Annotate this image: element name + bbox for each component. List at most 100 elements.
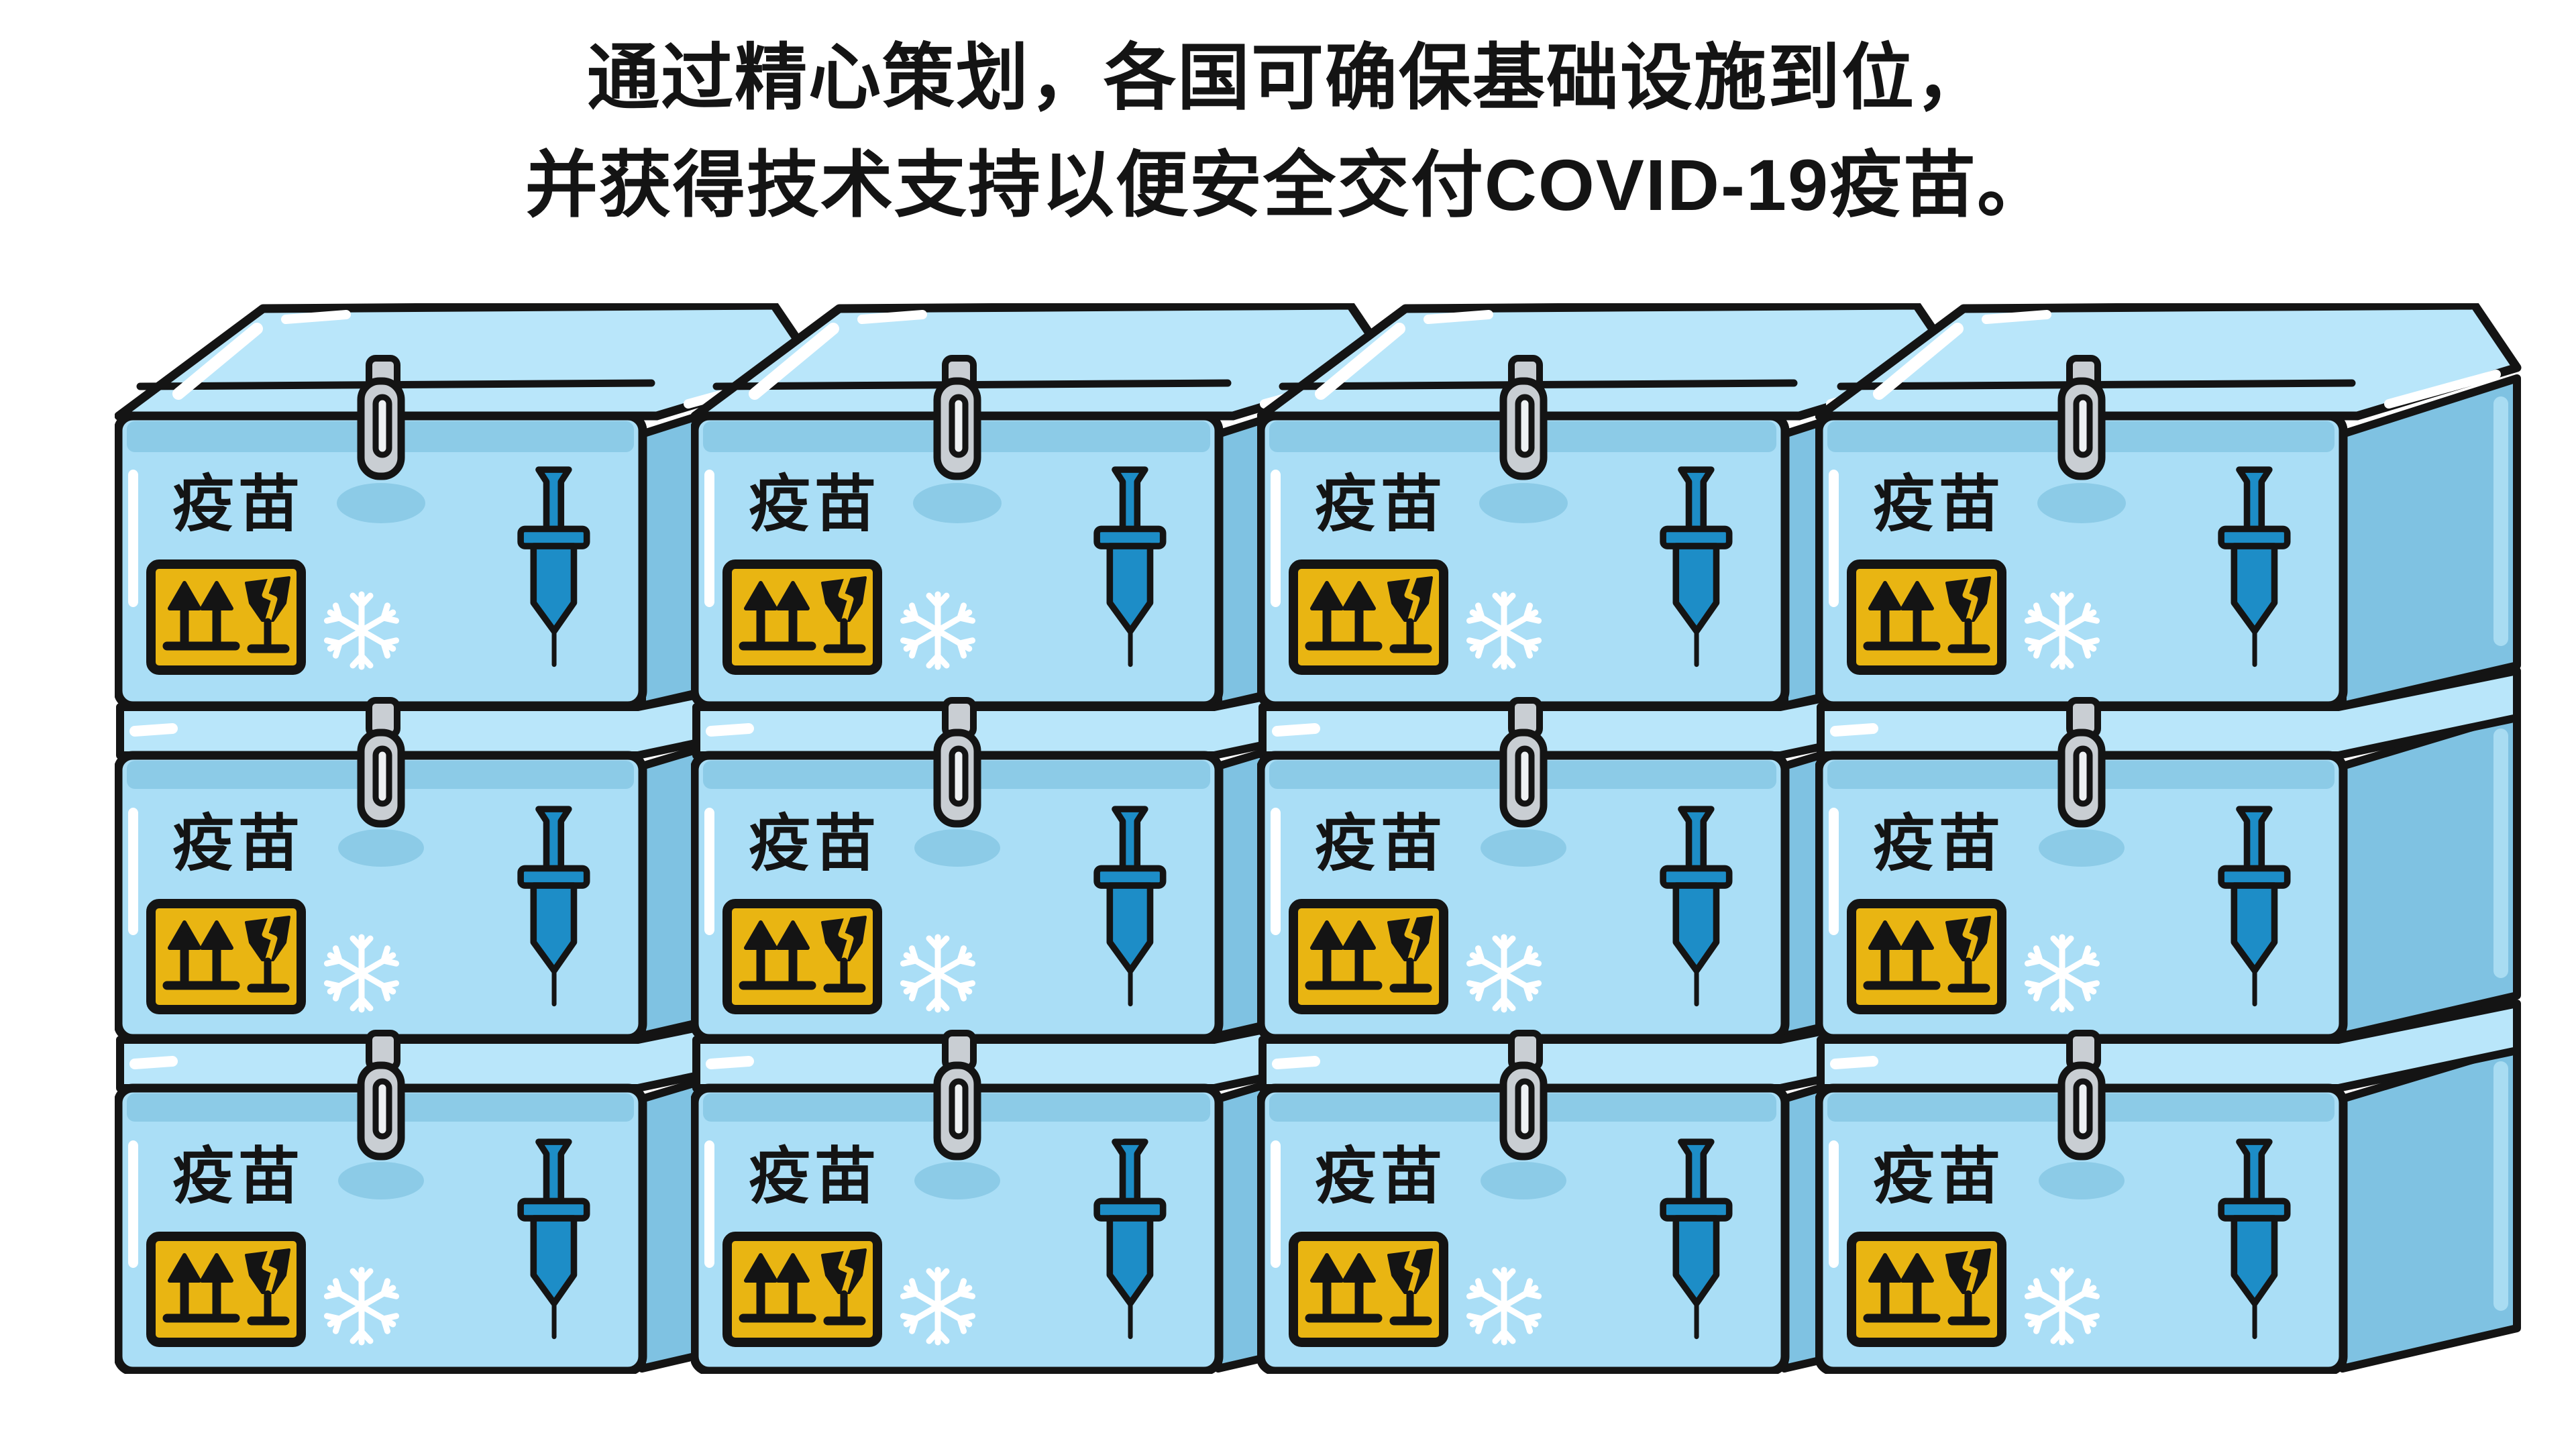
vaccine-label-text: 疫苗 bbox=[1873, 1142, 2004, 1211]
face-highlight bbox=[128, 1140, 138, 1268]
syringe-icon bbox=[1093, 466, 1167, 667]
vaccine-label-text: 疫苗 bbox=[1873, 470, 2004, 539]
lid-highlight-top bbox=[1424, 310, 1493, 324]
vaccine-label-text: 疫苗 bbox=[172, 1142, 304, 1211]
handling-label bbox=[1847, 1232, 2006, 1347]
vaccine-label-text: 疫苗 bbox=[172, 470, 304, 539]
face-highlight bbox=[1271, 808, 1281, 935]
face-highlight bbox=[704, 1140, 714, 1268]
lid-highlight-left bbox=[129, 1056, 178, 1069]
latch-slot bbox=[2073, 745, 2093, 807]
snowflake-icon bbox=[2024, 591, 2100, 670]
vaccine-box-stack: 疫苗 bbox=[115, 303, 853, 1390]
handling-label bbox=[146, 899, 306, 1014]
snowflake-icon bbox=[323, 934, 400, 1013]
headline-line-2: 并获得技术支持以便安全交付COVID-19疫苗。 bbox=[525, 144, 2051, 225]
hasp-shadow bbox=[337, 483, 425, 523]
snowflake-icon bbox=[900, 934, 976, 1013]
handling-label bbox=[1847, 559, 2006, 675]
face-highlight bbox=[1271, 470, 1281, 607]
hasp-shadow bbox=[914, 1162, 1000, 1199]
vaccine-label-text: 疫苗 bbox=[1315, 810, 1446, 878]
syringe-icon bbox=[2218, 466, 2291, 667]
fragile-glass-icon bbox=[245, 912, 290, 993]
hasp-shadow bbox=[1481, 1162, 1566, 1199]
latch-icon bbox=[2057, 355, 2106, 480]
latch-slot bbox=[372, 394, 392, 458]
fragile-glass-icon bbox=[1387, 573, 1433, 653]
box-side-face bbox=[2339, 1042, 2521, 1373]
vaccine-cooler-box-art: 疫苗 bbox=[1815, 667, 2521, 1041]
latch-icon bbox=[2057, 1030, 2106, 1161]
vaccine-cooler-box: 疫苗 bbox=[115, 665, 853, 1041]
lid-highlight-left bbox=[1272, 723, 1320, 737]
vaccine-label-text: 疫苗 bbox=[172, 810, 304, 878]
latch-icon bbox=[357, 1030, 405, 1161]
face-highlight bbox=[1829, 808, 1839, 935]
lid-highlight-left bbox=[749, 323, 839, 400]
syringe-icon bbox=[1093, 1138, 1167, 1340]
box-lid bbox=[1817, 1000, 2521, 1092]
vaccine-cooler-box: 疫苗 bbox=[1815, 303, 2553, 733]
snowflake-icon bbox=[323, 591, 400, 670]
latch-icon bbox=[1499, 355, 1548, 480]
vaccine-label-text: 疫苗 bbox=[1315, 1142, 1446, 1211]
latch-slot bbox=[1515, 1078, 1535, 1140]
latch-icon bbox=[933, 697, 981, 828]
this-way-up-arrows-icon bbox=[1305, 920, 1383, 990]
vaccine-label-text: 疫苗 bbox=[749, 470, 880, 539]
lid-highlight-top bbox=[281, 310, 351, 324]
vaccine-label-text: 疫苗 bbox=[1315, 470, 1446, 539]
face-highlight bbox=[128, 470, 138, 607]
this-way-up-arrows-icon bbox=[739, 581, 816, 651]
hasp-shadow bbox=[2039, 1162, 2125, 1199]
vaccine-cooler-box-art: 疫苗 bbox=[1815, 1000, 2521, 1374]
snowflake-icon bbox=[2024, 1267, 2100, 1346]
lid-highlight-left bbox=[172, 323, 263, 400]
this-way-up-arrows-icon bbox=[1305, 581, 1383, 651]
latch-slot bbox=[2073, 1078, 2093, 1140]
vaccine-cooler-box: 疫苗 bbox=[1815, 665, 2553, 1041]
face-highlight bbox=[1829, 1140, 1839, 1268]
syringe-icon bbox=[1093, 806, 1167, 1007]
latch-icon bbox=[933, 1030, 981, 1161]
latch-icon bbox=[1499, 697, 1548, 828]
handling-label bbox=[722, 899, 882, 1014]
lid-highlight-top bbox=[1982, 310, 2051, 324]
hasp-shadow bbox=[1481, 829, 1566, 867]
latch-slot bbox=[372, 1078, 392, 1140]
vaccine-cooler-box-art: 疫苗 bbox=[1815, 303, 2522, 710]
vaccine-cooler-box-art: 疫苗 bbox=[115, 667, 820, 1041]
latch-slot bbox=[949, 394, 969, 458]
snowflake-icon bbox=[900, 1267, 976, 1346]
latch-icon bbox=[357, 697, 405, 828]
fragile-glass-icon bbox=[1387, 912, 1433, 993]
hasp-shadow bbox=[338, 829, 424, 867]
lid-highlight-left bbox=[1830, 723, 1878, 737]
handling-label bbox=[146, 559, 306, 675]
handling-label bbox=[1289, 1232, 1448, 1347]
fragile-glass-icon bbox=[821, 573, 867, 653]
lid-highlight-left bbox=[129, 723, 178, 737]
syringe-icon bbox=[1660, 806, 1733, 1007]
latch-icon bbox=[2057, 697, 2106, 828]
fragile-glass-icon bbox=[821, 1245, 867, 1326]
fragile-glass-icon bbox=[1945, 1245, 1991, 1326]
face-highlight bbox=[1829, 470, 1839, 607]
handling-label bbox=[146, 1232, 306, 1347]
fragile-glass-icon bbox=[1387, 1245, 1433, 1326]
this-way-up-arrows-icon bbox=[1863, 1253, 1941, 1323]
snowflake-icon bbox=[1466, 1267, 1542, 1346]
face-highlight bbox=[128, 808, 138, 935]
lid-highlight-top bbox=[857, 310, 927, 324]
syringe-icon bbox=[517, 466, 590, 667]
snowflake-icon bbox=[323, 1267, 400, 1346]
box-side-face bbox=[2339, 710, 2521, 1040]
syringe-icon bbox=[517, 806, 590, 1007]
latch-slot bbox=[1515, 745, 1535, 807]
face-highlight bbox=[1271, 1140, 1281, 1268]
vaccine-cooler-box-art: 疫苗 bbox=[691, 303, 1397, 710]
headline-line-1: 通过精心策划，各国可确保基础设施到位， bbox=[586, 37, 1989, 118]
hasp-shadow bbox=[913, 483, 1002, 523]
